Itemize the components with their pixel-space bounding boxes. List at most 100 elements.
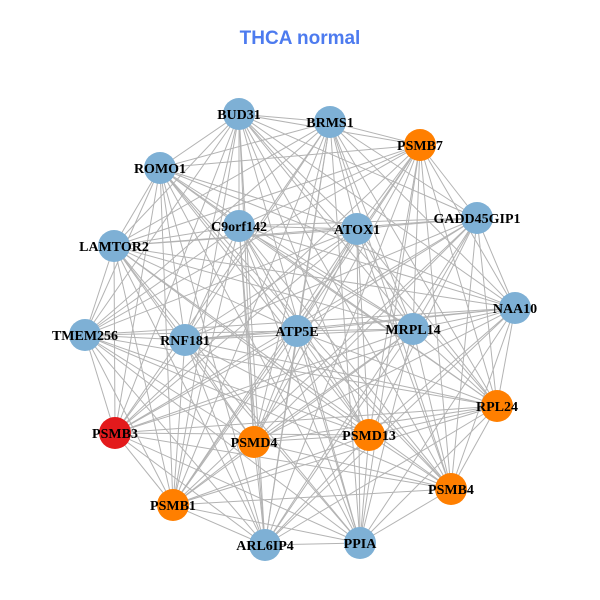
edge: [184, 225, 240, 341]
node-label: BUD31: [217, 108, 261, 123]
node-psmd13[interactable]: PSMD13: [342, 419, 396, 451]
node-circle: [499, 292, 531, 324]
node-circle: [98, 230, 130, 262]
edge: [113, 245, 298, 332]
edge: [184, 330, 298, 341]
node-lamtor2[interactable]: LAMTOR2: [79, 230, 149, 262]
edge: [113, 225, 240, 247]
edge: [114, 307, 516, 434]
edge: [114, 405, 498, 434]
edge: [238, 113, 370, 436]
edge: [172, 441, 255, 506]
node-psmb3[interactable]: PSMB3: [92, 417, 138, 449]
edge: [412, 217, 478, 330]
node-label: RNF181: [160, 334, 210, 349]
edge: [368, 434, 452, 490]
edge: [419, 144, 498, 407]
node-circle: [344, 527, 376, 559]
edge: [329, 121, 358, 230]
edge: [412, 328, 498, 407]
node-tmem256[interactable]: TMEM256: [52, 319, 118, 351]
edge: [496, 307, 516, 407]
node-label: NAA10: [493, 302, 537, 317]
edge: [114, 330, 298, 434]
node-gadd45gip1[interactable]: GADD45GIP1: [433, 202, 521, 234]
node-rpl24[interactable]: RPL24: [476, 390, 518, 422]
edge: [368, 307, 516, 436]
node-romo1[interactable]: ROMO1: [134, 152, 186, 184]
edge: [113, 245, 174, 506]
edge: [329, 121, 516, 309]
node-circle: [144, 152, 176, 184]
edge: [359, 434, 370, 544]
edge: [172, 217, 478, 506]
edge: [114, 432, 266, 546]
edge: [184, 339, 498, 407]
node-ppia[interactable]: PPIA: [344, 527, 378, 559]
edge: [238, 113, 414, 330]
edge: [172, 330, 298, 506]
edge: [172, 504, 266, 546]
edge: [476, 217, 498, 407]
node-psmd4[interactable]: PSMD4: [231, 426, 278, 458]
edge: [84, 334, 174, 506]
edge: [329, 121, 498, 407]
node-arl6ip4[interactable]: ARL6IP4: [236, 529, 294, 561]
edge: [114, 432, 452, 490]
node-label: BRMS1: [306, 116, 353, 131]
node-label: PSMB4: [428, 483, 474, 498]
node-label: C9orf142: [211, 220, 267, 235]
node-bud31[interactable]: BUD31: [217, 98, 261, 130]
edge: [264, 434, 370, 546]
edge: [238, 225, 361, 544]
edge: [238, 113, 452, 490]
edge: [84, 334, 361, 544]
edge: [238, 225, 452, 490]
node-c9orf142[interactable]: C9orf142: [211, 210, 267, 242]
node-mrpl14[interactable]: MRPL14: [385, 313, 441, 345]
node-brms1[interactable]: BRMS1: [306, 106, 354, 138]
edge: [238, 144, 421, 227]
edge: [114, 167, 161, 434]
edge: [253, 441, 452, 490]
node-label: GADD45GIP1: [433, 212, 520, 227]
node-label: TMEM256: [52, 329, 118, 344]
edges-layer: [84, 113, 516, 546]
edge: [356, 228, 414, 330]
node-psmb7[interactable]: PSMB7: [397, 129, 443, 161]
edge: [184, 339, 361, 544]
edge: [172, 121, 331, 506]
edge: [84, 334, 266, 546]
node-psmb4[interactable]: PSMB4: [428, 473, 474, 505]
edge: [84, 334, 452, 490]
edge: [159, 167, 414, 330]
edge: [114, 328, 414, 434]
edge: [184, 228, 358, 341]
edge: [184, 217, 478, 341]
edge: [113, 245, 116, 434]
node-circle: [481, 390, 513, 422]
edge: [113, 245, 516, 309]
node-circle: [169, 324, 201, 356]
edge: [172, 328, 414, 506]
edge: [253, 441, 266, 546]
node-label: MRPL14: [385, 323, 440, 338]
node-circle: [461, 202, 493, 234]
edge: [356, 228, 361, 544]
node-label: PPIA: [344, 537, 378, 552]
edge: [184, 339, 255, 443]
edge: [359, 144, 421, 544]
node-label: ARL6IP4: [236, 539, 294, 554]
edge: [84, 334, 116, 434]
edge: [253, 330, 298, 443]
node-psmb1[interactable]: PSMB1: [150, 489, 196, 521]
node-rnf181[interactable]: RNF181: [160, 324, 210, 356]
edge: [172, 488, 452, 506]
node-atox1[interactable]: ATOX1: [334, 213, 380, 245]
edge: [114, 121, 331, 434]
node-atp5e[interactable]: ATP5E: [275, 315, 319, 347]
edge: [238, 113, 516, 309]
node-naa10[interactable]: NAA10: [493, 292, 537, 324]
node-circle: [249, 529, 281, 561]
edge: [159, 167, 358, 230]
